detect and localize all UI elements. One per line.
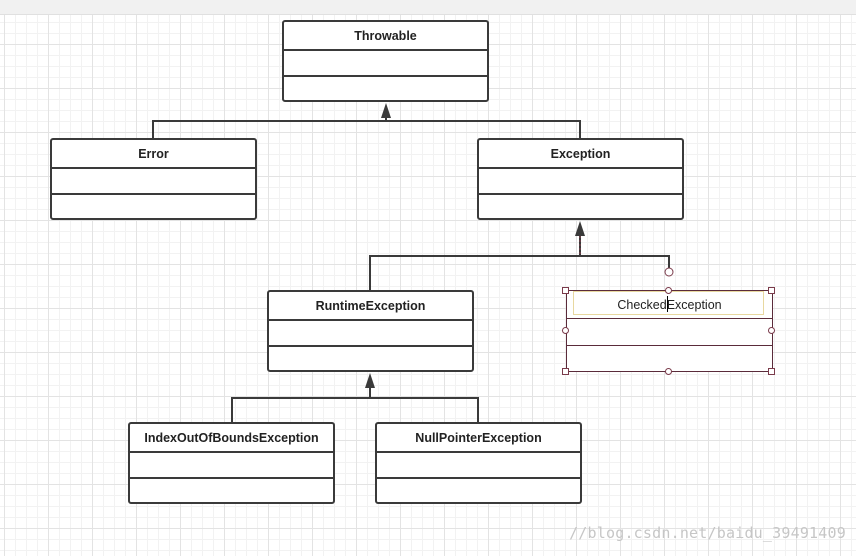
class-exception[interactable]: Exception — [477, 138, 684, 220]
arrowhead-exception — [575, 221, 585, 236]
class-name: NullPointerException — [377, 424, 580, 453]
edge-nullpointer-to-runtime[interactable] — [370, 397, 479, 422]
class-name: Exception — [479, 140, 682, 169]
attributes-section[interactable] — [269, 321, 472, 347]
edge-index-to-runtime[interactable] — [231, 388, 371, 422]
class-null-pointer-exception[interactable]: NullPointerException — [375, 422, 582, 504]
resize-handle-top[interactable] — [665, 287, 672, 294]
attributes-section[interactable] — [377, 453, 580, 479]
edge-selection-handle[interactable] — [664, 267, 674, 277]
edge-error-to-throwable[interactable] — [152, 120, 386, 138]
methods-section[interactable] — [377, 479, 580, 503]
resize-handle-top-left[interactable] — [562, 287, 569, 294]
resize-handle-top-right[interactable] — [768, 287, 775, 294]
methods-section[interactable] — [479, 195, 682, 219]
methods-section[interactable] — [52, 195, 255, 219]
arrowhead-throwable — [381, 103, 391, 118]
edge-runtime-to-exception[interactable] — [369, 236, 581, 290]
edge-exception-to-throwable[interactable] — [385, 118, 581, 138]
attributes-section[interactable] — [52, 169, 255, 195]
watermark-text: //blog.csdn.net/baidu_39491409 — [569, 524, 846, 542]
attributes-section[interactable] — [130, 453, 333, 479]
resize-handle-bottom-right[interactable] — [768, 368, 775, 375]
attributes-section[interactable] — [567, 319, 772, 346]
class-name: IndexOutOfBoundsException — [130, 424, 333, 453]
class-error[interactable]: Error — [50, 138, 257, 220]
arrowhead-runtime — [365, 373, 375, 388]
class-throwable[interactable]: Throwable — [282, 20, 489, 102]
class-name: CheckedException — [617, 297, 722, 312]
class-index-out-of-bounds-exception[interactable]: IndexOutOfBoundsException — [128, 422, 335, 504]
resize-handle-bottom[interactable] — [665, 368, 672, 375]
class-name-editor[interactable]: CheckedException — [567, 291, 772, 319]
methods-section[interactable] — [130, 479, 333, 503]
methods-section[interactable] — [284, 77, 487, 101]
attributes-section[interactable] — [284, 51, 487, 77]
methods-section[interactable] — [269, 347, 472, 371]
text-caret — [667, 296, 668, 312]
class-name: RuntimeException — [269, 292, 472, 321]
class-runtime-exception[interactable]: RuntimeException — [267, 290, 474, 372]
class-checked-exception[interactable]: CheckedException — [566, 290, 773, 372]
resize-handle-right[interactable] — [768, 327, 775, 334]
class-name: Throwable — [284, 22, 487, 51]
edge-checked-to-exception[interactable] — [580, 255, 670, 268]
attributes-section[interactable] — [479, 169, 682, 195]
resize-handle-bottom-left[interactable] — [562, 368, 569, 375]
canvas-top-bar — [0, 0, 856, 15]
class-name: Error — [52, 140, 255, 169]
resize-handle-left[interactable] — [562, 327, 569, 334]
